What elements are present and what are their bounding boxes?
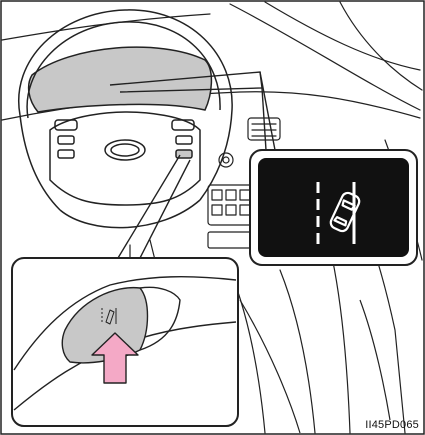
figure-code: II45PD065 [365,419,419,431]
switch-inset [12,258,238,426]
indicator-callout [250,150,417,265]
